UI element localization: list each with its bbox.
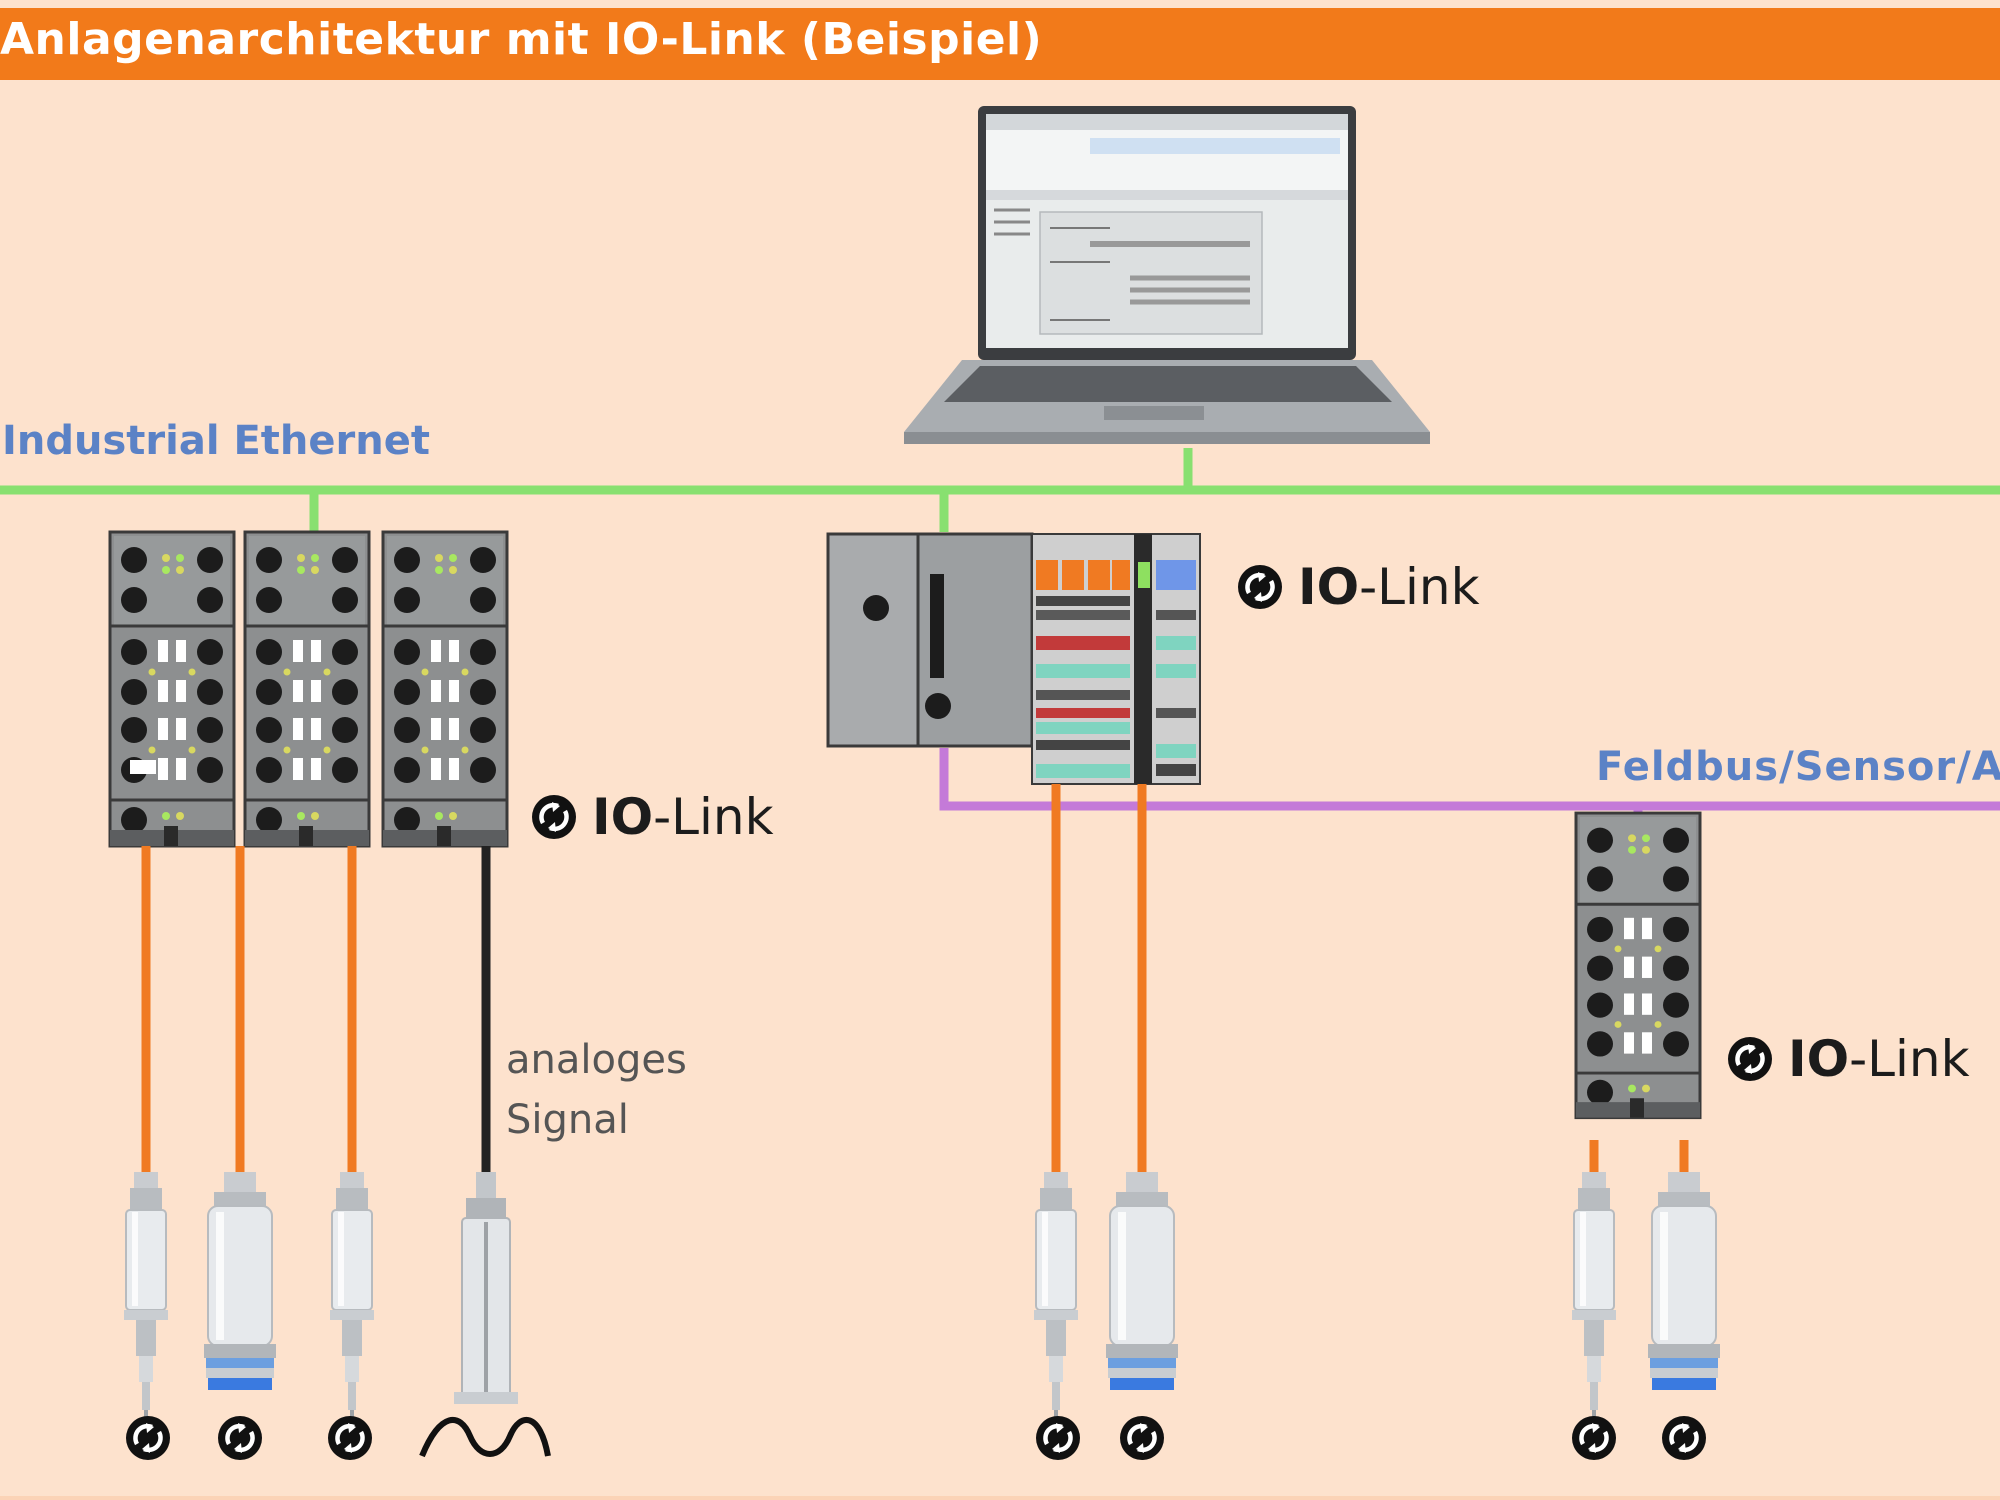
- iolink-label-fieldbus: IO-Link: [1726, 1030, 1970, 1088]
- iolink-bold: IO: [592, 788, 654, 846]
- io-link-logo-icon: [1662, 1416, 1706, 1460]
- io-link-logo-icon: [1120, 1416, 1164, 1460]
- io-link-logo-icon: [328, 1416, 372, 1460]
- io-link-logo-icon: [1572, 1416, 1616, 1460]
- sensor-icon: [1033, 1171, 1079, 1425]
- module-label-plate: [130, 760, 156, 774]
- analog-label-line2: Signal: [506, 1097, 629, 1143]
- laptop-icon: [904, 106, 1430, 444]
- io-module-1: [110, 532, 234, 846]
- io-module-fieldbus: [1576, 813, 1700, 1118]
- diagram-title: Anlagenarchitektur mit IO-Link (Beispiel…: [0, 14, 1043, 65]
- io-module-2: [245, 532, 369, 846]
- sensor-icon: [203, 1171, 277, 1391]
- analog-sensor-icon: [454, 1172, 518, 1404]
- iolink-label-plc: IO-Link: [1236, 558, 1480, 616]
- sine-wave-icon: [419, 1417, 551, 1458]
- title-bar: [0, 8, 2000, 80]
- iolink-rest: -Link: [1359, 558, 1480, 616]
- io-link-logo-icon: [1036, 1416, 1080, 1460]
- sensor-icon: [1647, 1171, 1721, 1391]
- analog-label-line1: analoges: [506, 1037, 687, 1083]
- industrial-ethernet-label: Industrial Ethernet: [2, 418, 430, 464]
- sensor-icon: [1105, 1171, 1179, 1391]
- iolink-rest: -Link: [653, 788, 774, 846]
- plc-controller-icon: [826, 532, 1201, 785]
- io-link-logo-icon: [1236, 563, 1284, 611]
- io-module-3: [383, 532, 507, 846]
- bottom-border: [0, 1496, 2000, 1500]
- iolink-cables: [141, 784, 1689, 1172]
- sensor-icon: [1571, 1171, 1617, 1425]
- io-link-logo-icon: [1726, 1035, 1774, 1083]
- fieldbus-label: Feldbus/Sensor/A: [1596, 744, 2000, 790]
- iolink-bold: IO: [1788, 1030, 1850, 1088]
- io-link-logo-icon: [218, 1416, 262, 1460]
- analog-signal-label: analoges Signal: [506, 1030, 687, 1150]
- iolink-rest: -Link: [1849, 1030, 1970, 1088]
- iolink-bold: IO: [1298, 558, 1360, 616]
- sensor-icon: [123, 1171, 169, 1425]
- ethernet-backbone: [0, 448, 2000, 532]
- iolink-label-modules: IO-Link: [530, 788, 774, 846]
- sensor-icon: [329, 1171, 375, 1425]
- io-link-logo-icon: [530, 793, 578, 841]
- io-link-logo-icon: [126, 1416, 170, 1460]
